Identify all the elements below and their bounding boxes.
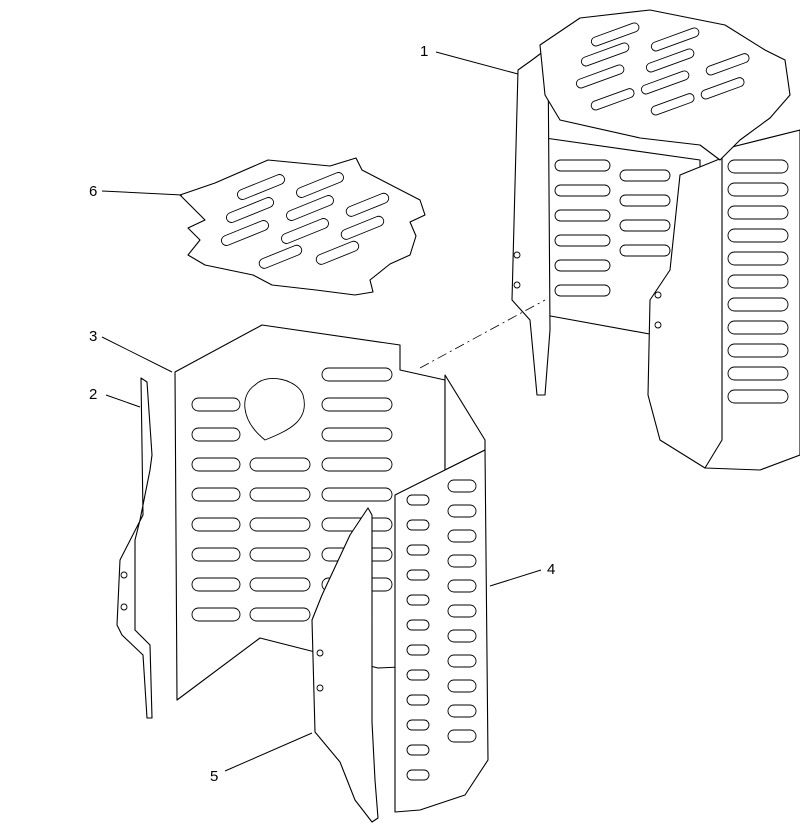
part-1-hole <box>654 321 662 329</box>
part-1-back-slots <box>554 159 671 297</box>
part-4-slots <box>406 479 477 781</box>
callout-4: 4 <box>547 561 555 578</box>
part-6-top-plate <box>179 157 426 296</box>
assembly-centerline <box>419 299 546 369</box>
part-2-hole <box>120 571 128 579</box>
leader-line-3 <box>101 336 173 373</box>
part-3-rear-panel <box>174 324 446 701</box>
callout-2: 2 <box>89 386 97 403</box>
part-1-right-flange <box>647 157 723 469</box>
callout-5: 5 <box>210 768 218 785</box>
part-5-front-bracket <box>311 507 379 823</box>
part-3-slots <box>191 367 393 622</box>
part-4-front-panel <box>394 374 489 813</box>
leader-line-2 <box>105 394 141 408</box>
leader-line-4 <box>489 569 542 587</box>
part-1-hole <box>513 281 521 289</box>
part-3-cutout <box>244 378 305 441</box>
callout-1: 1 <box>420 43 428 60</box>
part-2-hole <box>120 603 128 611</box>
callout-6: 6 <box>89 183 97 200</box>
part-2-outline <box>116 377 153 719</box>
part-1-front-slots <box>727 159 789 404</box>
part-1-left-flange <box>511 47 551 396</box>
part-2-left-bracket <box>116 377 153 719</box>
leader-line-5 <box>224 732 313 772</box>
part-5-hole <box>316 684 324 692</box>
part-5-hole <box>316 649 324 657</box>
part-5-outline <box>311 507 379 823</box>
part-1-hole <box>513 251 521 259</box>
part-6-slots <box>221 172 390 269</box>
part-1-assembled-shield <box>511 9 800 471</box>
leader-line-6 <box>101 190 183 196</box>
leader-line-1 <box>435 51 519 75</box>
callout-3: 3 <box>89 328 97 345</box>
part-1-top-slots <box>575 22 750 116</box>
part-1-hole <box>654 291 662 299</box>
